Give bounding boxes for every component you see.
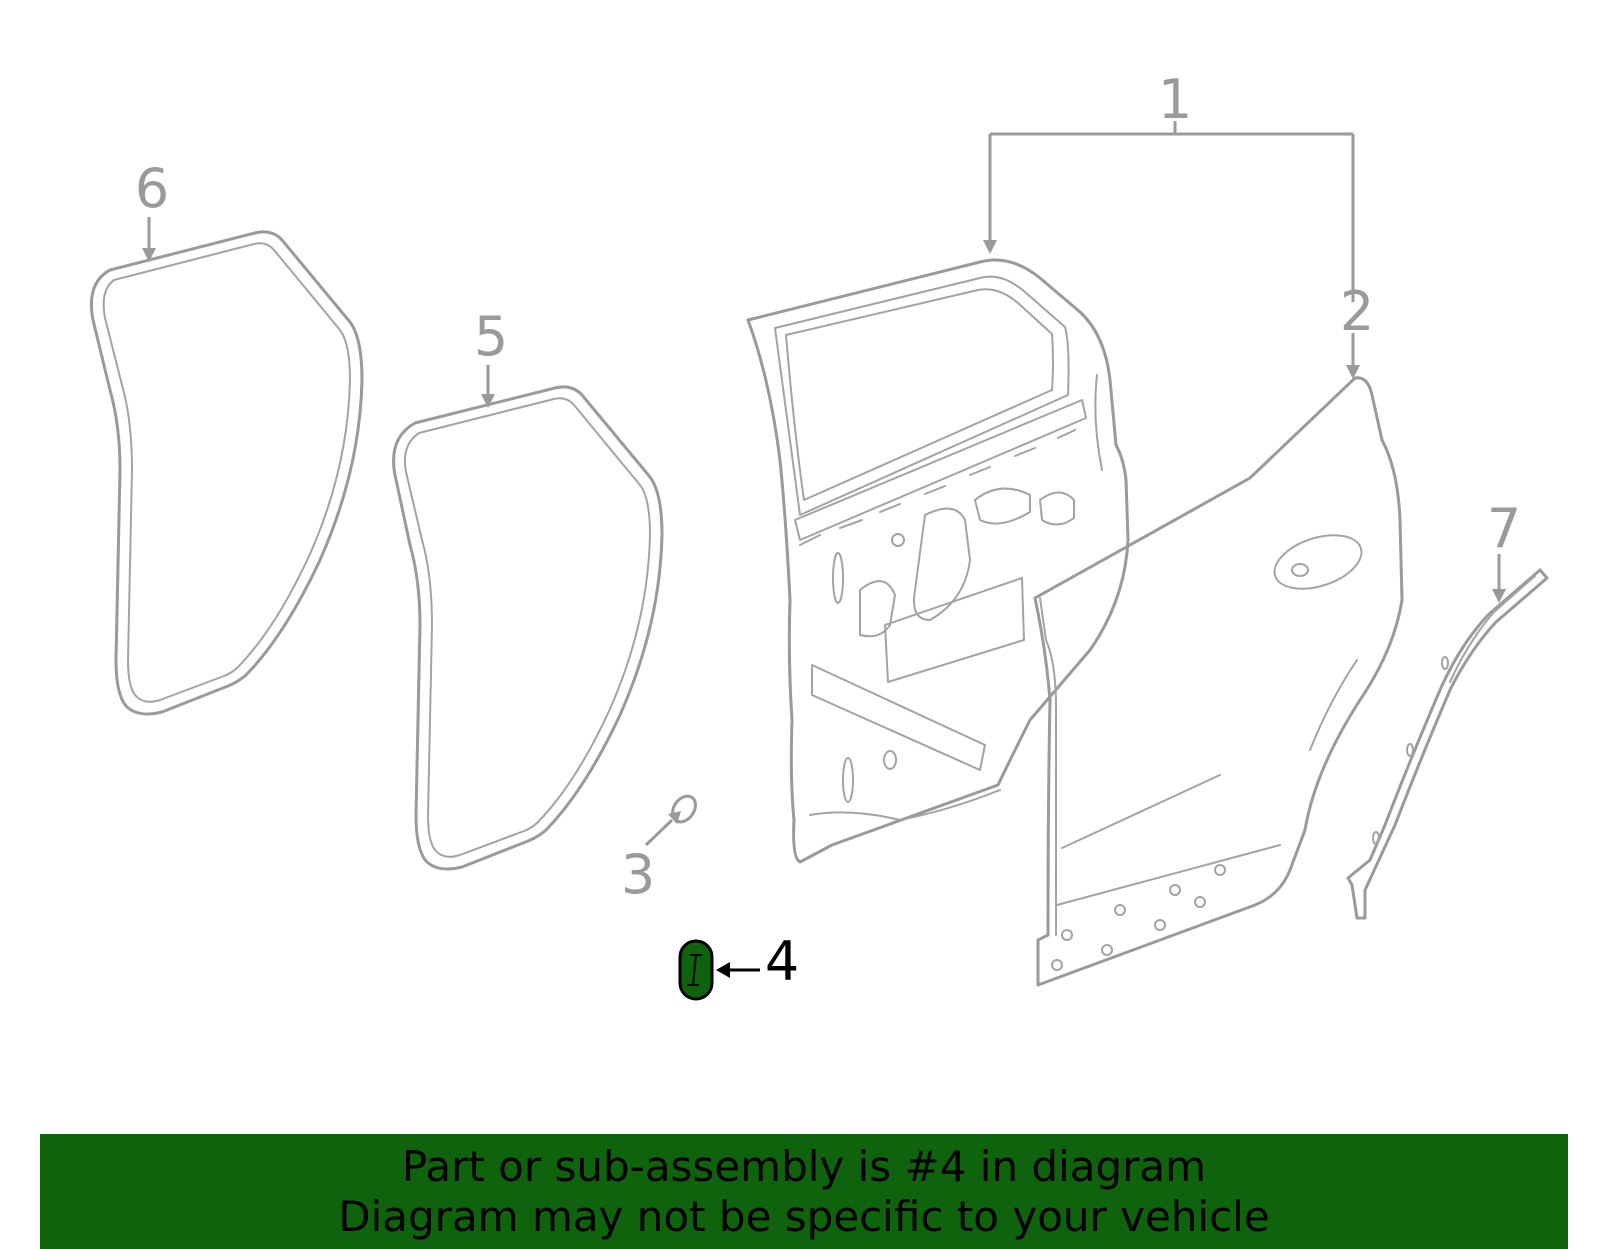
leader-4 <box>716 962 760 978</box>
banner-line-2: Diagram may not be specific to your vehi… <box>338 1192 1270 1241</box>
part-4-plug-highlighted[interactable] <box>678 939 714 1001</box>
info-banner: Part or sub-assembly is #4 in diagram Di… <box>40 1134 1568 1249</box>
callout-3: 3 <box>621 843 655 906</box>
part-2-outer-panel[interactable] <box>1033 376 1404 987</box>
part-7-molding-strip[interactable] <box>1346 568 1549 920</box>
callout-6: 6 <box>135 157 169 220</box>
part-5-weatherstrip-inner[interactable] <box>392 385 664 871</box>
leader-3 <box>644 818 674 847</box>
part-1-door-shell[interactable] <box>746 258 1130 864</box>
arrowhead-3 <box>668 811 681 824</box>
leader-lines <box>142 121 1506 847</box>
arrowhead-6 <box>142 248 156 262</box>
leader-1 <box>988 121 1355 302</box>
banner-line-1: Part or sub-assembly is #4 in diagram <box>401 1142 1207 1191</box>
part-6-weatherstrip-outer[interactable] <box>89 230 364 716</box>
callout-5: 5 <box>474 305 508 368</box>
arrowhead-2 <box>1346 365 1360 379</box>
callout-7: 7 <box>1487 497 1521 560</box>
callout-1: 1 <box>1158 68 1192 131</box>
callout-4: 4 <box>765 930 799 993</box>
arrowhead-1 <box>983 240 997 254</box>
arrowhead-5 <box>481 394 495 408</box>
arrowhead-7 <box>1492 589 1506 603</box>
callout-2: 2 <box>1340 280 1374 343</box>
